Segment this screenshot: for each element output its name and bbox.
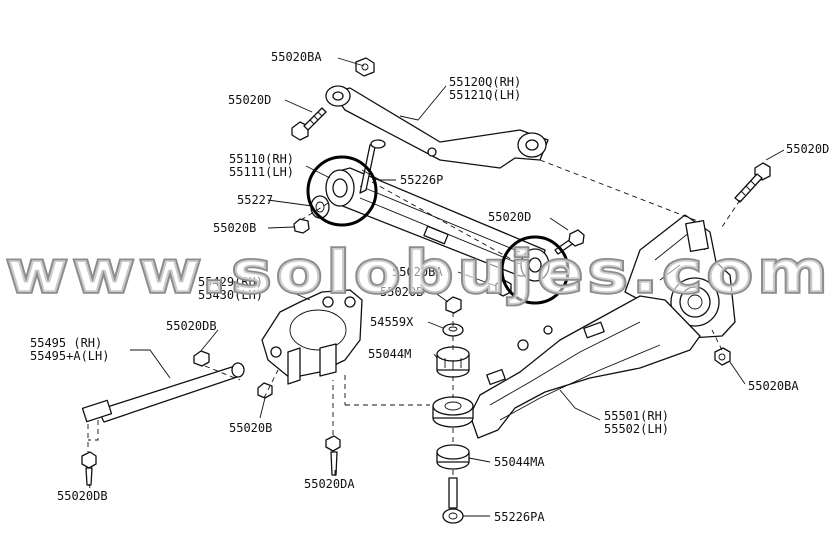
bushing-55044m bbox=[436, 346, 470, 378]
subframe-part bbox=[469, 295, 701, 439]
nut-55020db-top bbox=[193, 350, 210, 367]
bushing-55044ma bbox=[436, 444, 470, 470]
label-55020b-mid: 55020B bbox=[380, 285, 423, 299]
part-labels: 55020BA 55120Q(RH) 55121Q(LH) 55020D 550… bbox=[30, 50, 829, 524]
label-55020b-left: 55020B bbox=[213, 221, 256, 235]
label-55020d-mid: 55020D bbox=[488, 210, 531, 224]
label-55429: 55429(RH) bbox=[198, 275, 263, 289]
label-54559x: 54559X bbox=[370, 315, 414, 329]
bracket-55429-part bbox=[261, 289, 363, 385]
leader-lines bbox=[88, 57, 785, 517]
nut-55020b-left bbox=[293, 218, 310, 234]
label-55121q: 55121Q(LH) bbox=[449, 88, 521, 102]
bolt-55020db-bottom bbox=[81, 451, 97, 486]
label-55226p: 55226P bbox=[400, 173, 443, 187]
assembly-dashed-lines bbox=[87, 159, 741, 478]
label-55020da: 55020DA bbox=[304, 477, 355, 491]
label-55020ba-right: 55020BA bbox=[748, 379, 799, 393]
bushing-main bbox=[432, 396, 474, 428]
label-55020d-right: 55020D bbox=[786, 142, 829, 156]
label-55226pa: 55226PA bbox=[494, 510, 545, 524]
label-55501: 55501(RH) bbox=[604, 409, 669, 423]
bolt-55020d-right bbox=[734, 162, 771, 203]
label-55044m: 55044M bbox=[368, 347, 411, 361]
label-55495: 55495 (RH) bbox=[30, 336, 102, 350]
label-55110: 55110(RH) bbox=[229, 152, 294, 166]
nut-55020ba-top bbox=[355, 57, 375, 77]
bolt-55020d-top bbox=[291, 107, 327, 141]
label-55020ba-top: 55020BA bbox=[271, 50, 322, 64]
label-55044ma: 55044MA bbox=[494, 455, 545, 469]
bolt-55020da bbox=[325, 435, 341, 476]
label-55020db-bottom: 55020DB bbox=[57, 489, 108, 503]
bolt-55020d-mid bbox=[554, 229, 585, 255]
label-55020db-top: 55020DB bbox=[166, 319, 217, 333]
label-55502: 55502(LH) bbox=[604, 422, 669, 436]
label-55020d-top: 55020D bbox=[228, 93, 271, 107]
label-55227: 55227 bbox=[237, 193, 273, 207]
highlight-circle-right bbox=[500, 235, 570, 305]
watermark-text: www.solobujes.com bbox=[6, 238, 832, 306]
label-55120q: 55120Q(RH) bbox=[449, 75, 521, 89]
label-55495a: 55495+A(LH) bbox=[30, 349, 109, 363]
bolt-55226pa bbox=[442, 477, 464, 524]
label-55430: 55430(LH) bbox=[198, 288, 263, 302]
label-55020b-bottom: 55020B bbox=[229, 421, 272, 435]
upper-arm-part bbox=[325, 85, 549, 169]
label-55020ba-mid: 55020BA bbox=[392, 265, 443, 279]
nut-55020ba-right bbox=[714, 347, 731, 366]
lateral-link-part bbox=[81, 362, 245, 423]
highlight-circle-left bbox=[306, 155, 378, 227]
nut-55020b-mid bbox=[445, 296, 462, 314]
label-55111: 55111(LH) bbox=[229, 165, 294, 179]
nut-55020b-bottom bbox=[257, 382, 273, 399]
